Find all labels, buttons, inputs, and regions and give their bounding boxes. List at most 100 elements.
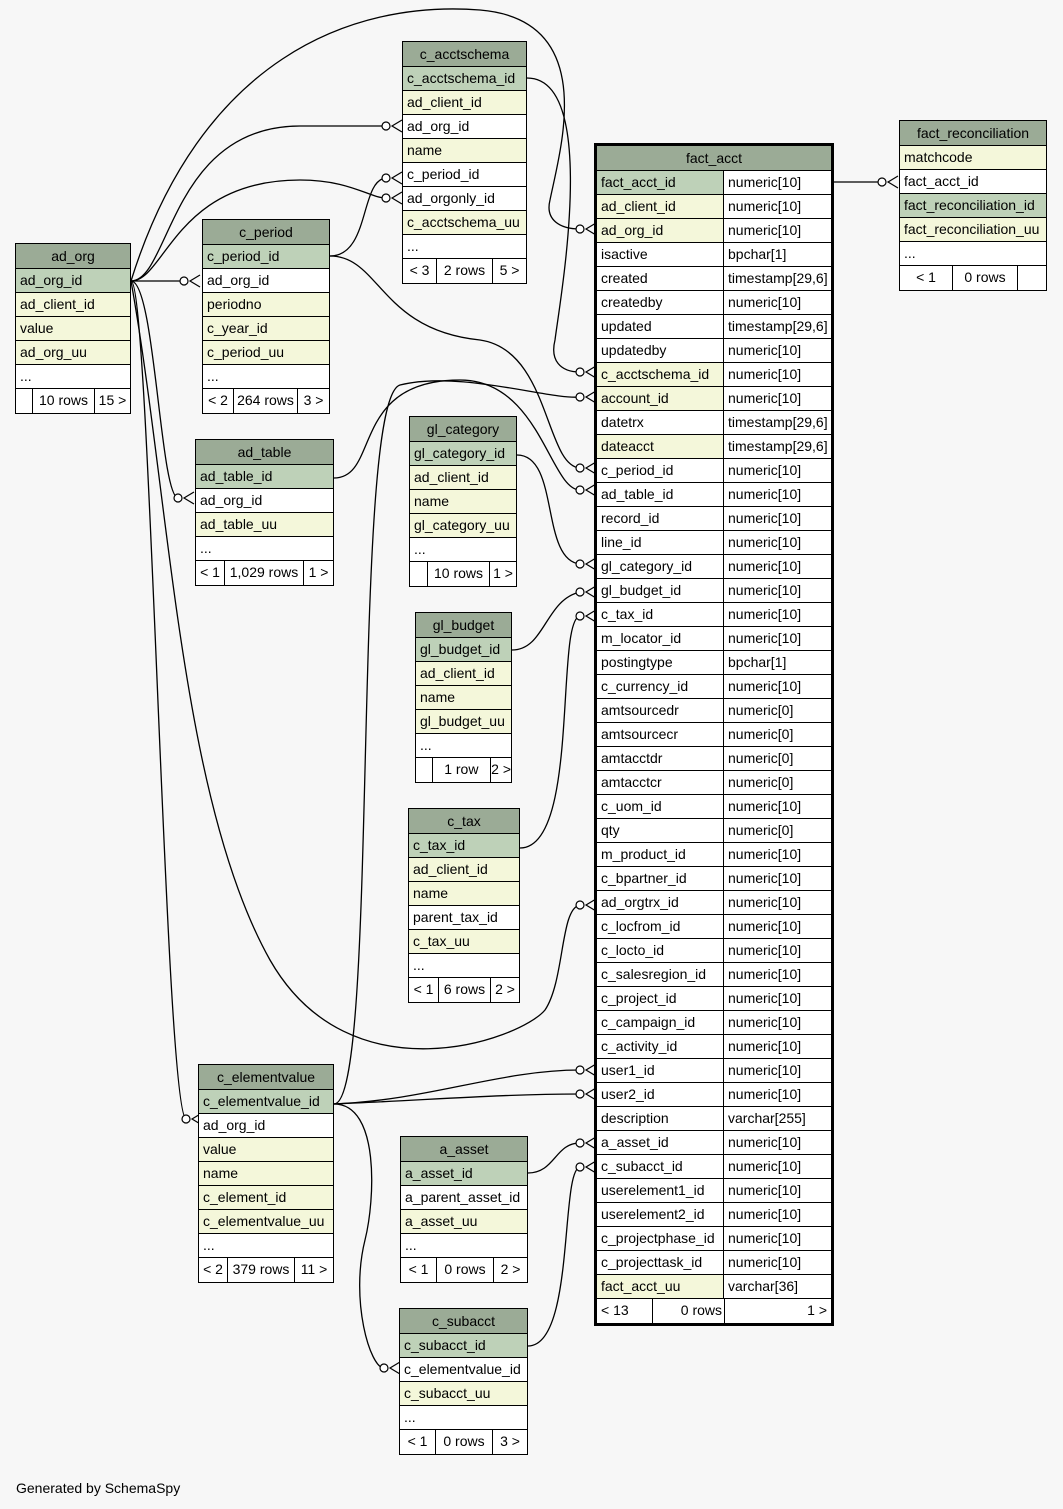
column-row[interactable]: value (199, 1138, 333, 1162)
parents-link[interactable]: < 3 (403, 259, 437, 283)
column-row[interactable]: a_asset_uu (401, 1210, 527, 1234)
column-row[interactable]: gl_budget_id (416, 638, 511, 662)
children-link[interactable]: 5 > (499, 262, 520, 278)
column-row[interactable]: c_elementvalue_id (400, 1358, 527, 1382)
column-row[interactable]: gl_budget_uu (416, 710, 511, 734)
column-row[interactable]: c_period_id (403, 163, 526, 187)
column-row[interactable]: ad_client_id (16, 293, 130, 317)
column-row[interactable]: c_tax_id (409, 834, 519, 858)
column-row[interactable]: c_acctschema_id (403, 67, 526, 91)
parents-link[interactable] (416, 758, 433, 782)
column-row[interactable]: ad_orgonly_id (403, 187, 526, 211)
children-link[interactable]: 11 > (300, 1261, 328, 1277)
column-row[interactable]: matchcode (900, 146, 1046, 170)
children-link[interactable]: 2 > (491, 761, 511, 777)
column-row[interactable]: gl_category_id (410, 442, 516, 466)
column-row[interactable]: ad_org_id (203, 269, 329, 293)
parents-link[interactable]: < 2 (203, 389, 234, 413)
children-link[interactable]: 3 > (303, 392, 324, 408)
children-link[interactable]: 1 > (493, 565, 513, 581)
column-row[interactable]: name (416, 686, 511, 710)
parents-link[interactable]: < 13 (597, 1299, 653, 1323)
column-row[interactable]: name (403, 139, 526, 163)
column-row[interactable]: gl_category_uu (410, 514, 516, 538)
column-row[interactable]: fact_reconciliation_id (900, 194, 1046, 218)
parents-link[interactable]: < 1 (196, 561, 225, 585)
column-row[interactable]: ad_org_uu (16, 341, 130, 365)
parents-link[interactable] (16, 389, 33, 413)
column-row[interactable]: ad_client_id (409, 858, 519, 882)
children-link[interactable]: 3 > (500, 1433, 520, 1449)
column-row[interactable]: ad_org_id (403, 115, 526, 139)
column-row[interactable]: fact_reconciliation_uu (900, 218, 1046, 242)
column-row[interactable]: name (199, 1162, 333, 1186)
column-row[interactable]: ad_client_id (416, 662, 511, 686)
children-link[interactable] (1018, 266, 1046, 290)
column-row[interactable]: fact_acct_id (900, 170, 1046, 194)
column-row[interactable]: periodno (203, 293, 329, 317)
column-row[interactable]: c_period_uu (203, 341, 329, 365)
column-row[interactable]: c_tax_uu (409, 930, 519, 954)
column-row[interactable]: name (410, 490, 516, 514)
children-link[interactable]: 2 > (500, 1261, 521, 1277)
column-row[interactable]: a_asset_id (401, 1162, 527, 1186)
column-row[interactable]: ad_org_id (196, 489, 333, 513)
column-row[interactable]: c_acctschema_uu (403, 211, 526, 235)
parents-link[interactable] (410, 562, 428, 586)
parents-link[interactable]: < 1 (900, 266, 953, 290)
column-row[interactable]: c_subacct_id (400, 1334, 527, 1358)
column-row[interactable]: c_elementvalue_id (199, 1090, 333, 1114)
column-row[interactable]: ad_org_id (16, 269, 130, 293)
column-row[interactable]: ad_table_id (196, 465, 333, 489)
column-row[interactable]: c_year_id (203, 317, 329, 341)
parents-link[interactable]: < 1 (409, 978, 439, 1002)
column-row[interactable]: parent_tax_id (409, 906, 519, 930)
